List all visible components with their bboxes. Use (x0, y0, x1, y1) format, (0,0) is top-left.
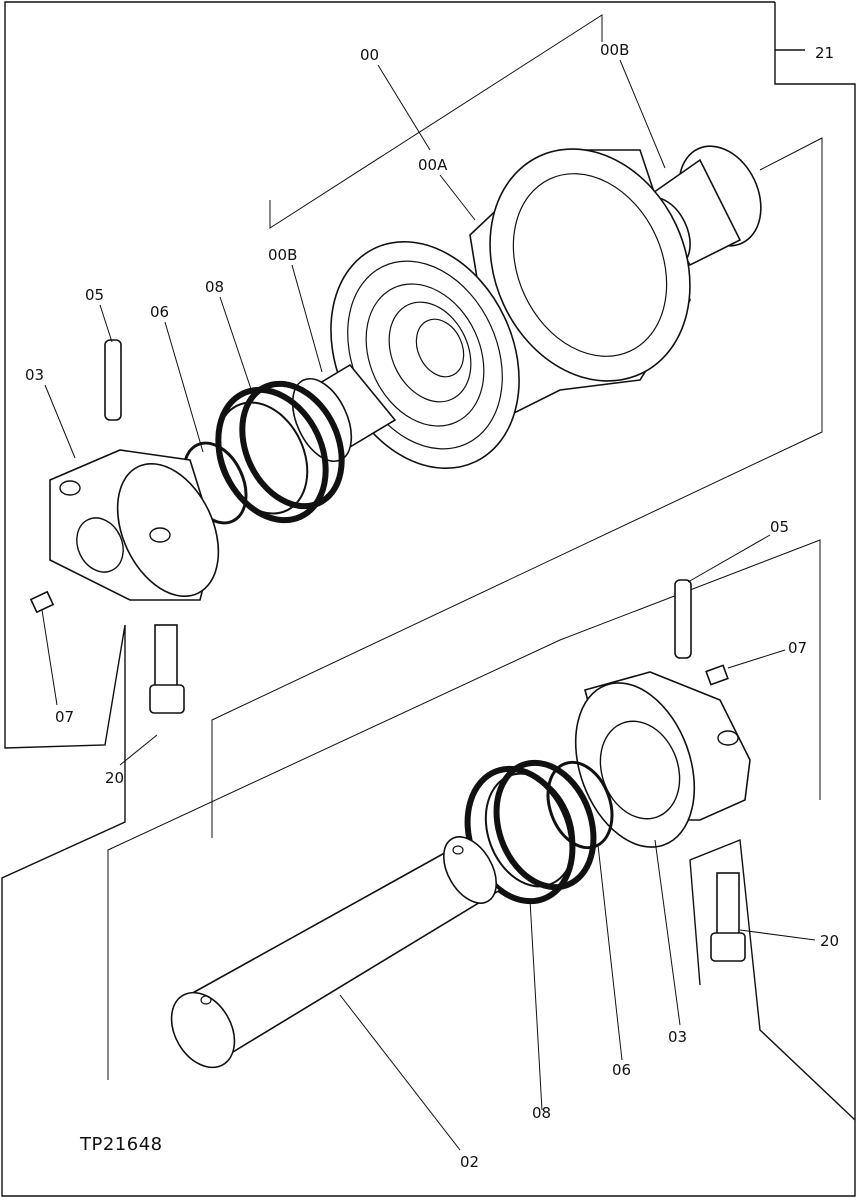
left-end-cap-assembly (29, 339, 345, 714)
leader-lines (41, 59, 816, 1151)
label-00a: 00A (418, 156, 448, 174)
shaft-frame (107, 539, 821, 1080)
label-07-right: 07 (788, 639, 807, 657)
label-20-right: 20 (820, 932, 839, 950)
label-05-left: 05 (85, 286, 104, 304)
roller-frame (211, 137, 823, 838)
label-06-left: 06 (150, 303, 169, 321)
shaft (170, 836, 502, 1069)
label-00: 00 (360, 46, 379, 64)
label-03-left: 03 (25, 366, 44, 384)
lower-right-boundary (689, 839, 856, 1121)
label-05-right: 05 (770, 518, 789, 536)
group-ref-label: 21 (815, 44, 834, 62)
right-end-cap-assembly (464, 579, 751, 962)
label-08-left: 08 (205, 278, 224, 296)
track-roller (291, 145, 762, 470)
label-03-right: 03 (668, 1028, 687, 1046)
label-00b-top: 00B (600, 41, 629, 59)
label-07-left: 07 (55, 708, 74, 726)
label-20-left: 20 (105, 769, 124, 787)
label-02: 02 (460, 1153, 479, 1171)
roller-bracket (269, 14, 603, 229)
label-06-right: 06 (612, 1061, 631, 1079)
label-08-right: 08 (532, 1104, 551, 1122)
label-00b-left: 00B (268, 246, 297, 264)
figure-id: TP21648 (79, 1134, 163, 1155)
